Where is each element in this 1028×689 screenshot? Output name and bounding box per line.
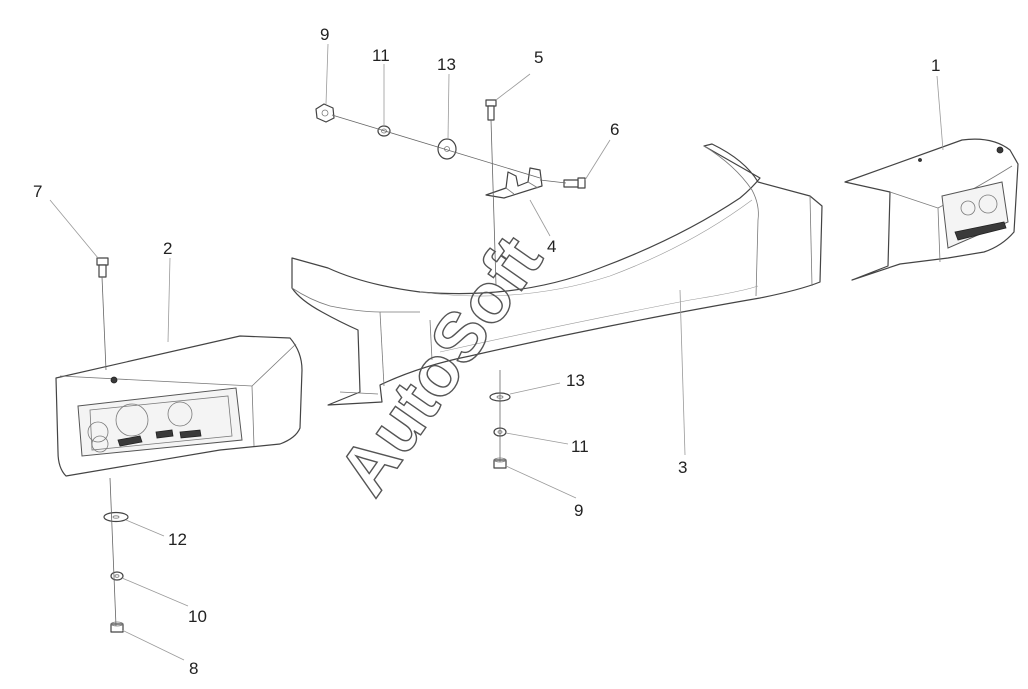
watermark-text: AutoSoft (323, 222, 556, 509)
mounting-bracket-part-4 (485, 167, 543, 199)
flat-washer-part-12 (103, 511, 129, 523)
bumper-bar-part-3 (291, 143, 823, 406)
callout-3: 3 (678, 458, 687, 477)
lock-washer-part-10 (110, 571, 124, 581)
callout-11-top: 11 (372, 46, 390, 65)
callout-10: 10 (188, 607, 207, 626)
nut-part-9-top (315, 103, 335, 123)
callout-9-bottom: 9 (574, 501, 583, 520)
callout-6: 6 (610, 120, 619, 139)
callout-8: 8 (189, 659, 198, 678)
callout-13-bottom: 13 (566, 371, 585, 390)
right-lamp-housing-part-1 (844, 138, 1019, 281)
bolt-part-5 (485, 99, 497, 121)
flat-washer-part-13-top (437, 138, 457, 160)
callout-12: 12 (168, 530, 187, 549)
callout-13-top: 13 (437, 55, 456, 74)
leader-lines (49, 43, 944, 661)
callout-labels: 1 2 3 4 5 6 7 8 9 9 10 11 11 12 13 13 (33, 25, 940, 678)
callout-4: 4 (547, 237, 556, 256)
callout-5: 5 (534, 48, 543, 67)
callout-1: 1 (931, 56, 940, 75)
left-lamp-housing-part-2 (55, 335, 303, 477)
nut-part-9-bottom (493, 457, 507, 469)
bolt-part-7 (96, 257, 109, 278)
assembly-axis-lines (101, 114, 567, 627)
nut-part-8 (110, 621, 124, 633)
callout-11-bottom: 11 (571, 437, 589, 456)
bolt-part-6 (563, 177, 586, 189)
callout-7: 7 (33, 182, 42, 201)
callout-9-top: 9 (320, 25, 329, 44)
callout-2: 2 (163, 239, 172, 258)
